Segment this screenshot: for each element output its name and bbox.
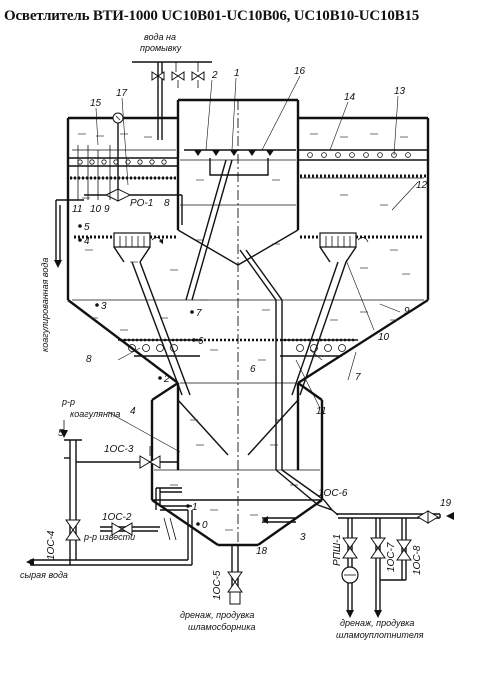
valve-1os3-label: 1ОС-3 <box>104 444 134 455</box>
valve-1os7-label: 1ОС-7 <box>386 542 397 572</box>
bottom-drain <box>227 516 296 605</box>
sample-point-dots <box>78 224 200 526</box>
raw-water-label: сырая вода <box>20 570 68 580</box>
sludge-drain-right <box>336 510 454 618</box>
drain-thickener-label-2: шламоуплотнителя <box>336 630 424 640</box>
diagram-title: Осветлитель ВТИ-1000 UC10B01-UC10B06, UC… <box>4 8 420 24</box>
sample-point-5: 5 <box>84 222 90 233</box>
sample-point-0: 0 <box>202 520 208 531</box>
lime-label: р-р извести <box>83 532 135 542</box>
callout-5: 5 <box>58 428 64 439</box>
callout-13: 13 <box>394 86 406 97</box>
callout-10: 10 <box>378 332 390 343</box>
coagulated-water-label: коагулированная вода <box>40 258 50 352</box>
inlet-lines <box>26 420 193 566</box>
nozzle-num-11: 11 <box>72 204 82 215</box>
nozzle-num-10: 10 <box>90 204 102 215</box>
sample-point-2: 2 <box>163 374 170 385</box>
wash-water-label-1: вода на <box>144 32 176 42</box>
distribution-header <box>184 149 296 176</box>
callout-3: 3 <box>300 532 306 543</box>
callout-16: 16 <box>294 66 306 77</box>
drain-sludge-label-1: дренаж, продувка <box>180 610 254 620</box>
drain-sludge-label-2: шламосборника <box>188 622 256 632</box>
wash-water-label-2: промывку <box>140 43 182 53</box>
valve-1os6-label: 1ОС-6 <box>318 488 348 499</box>
wash-water-line <box>132 61 212 140</box>
leader-lines <box>95 75 419 453</box>
sample-point-6: 6 <box>198 336 204 347</box>
callout-11: 11 <box>316 406 326 417</box>
internal-pipes <box>131 159 347 516</box>
callout-7: 7 <box>355 372 361 383</box>
valve-1os8-label: 1ОС-8 <box>412 545 423 575</box>
clarifier-vessel <box>66 98 430 547</box>
valve-1os4-label: 1ОС-4 <box>46 530 57 560</box>
callout-2: 2 <box>211 70 218 81</box>
callout-4: 4 <box>130 406 136 417</box>
sample-point-7: 7 <box>196 308 202 319</box>
callout-9: 9 <box>404 306 410 317</box>
callout-6: 6 <box>250 364 256 375</box>
valve-ro1-label: РО-1 <box>130 198 153 209</box>
air-separator-right <box>319 232 369 263</box>
coagulant-label-1: р-р <box>61 397 75 407</box>
sample-point-1: 1 <box>192 502 198 513</box>
callout-8: 8 <box>86 354 92 365</box>
callout-14: 14 <box>344 92 356 103</box>
valve-1os5-label: 1ОС-5 <box>212 570 223 600</box>
nozzle-num-8: 8 <box>164 198 170 209</box>
callout-15: 15 <box>90 98 102 109</box>
callout-19: 19 <box>440 498 452 509</box>
air-separator-left <box>113 232 164 263</box>
ro1-valve-assembly <box>54 112 183 268</box>
sample-point-3: 3 <box>101 301 107 312</box>
sample-point-4: 4 <box>84 236 90 247</box>
callout-18: 18 <box>256 546 268 557</box>
valve-rpsh1-label: РПШ-1 <box>332 534 343 566</box>
valve-1os2-label: 1ОС-2 <box>102 512 132 523</box>
coagulant-label-2: коагулянта <box>70 409 120 419</box>
callout-12: 12 <box>416 180 428 191</box>
callout-1: 1 <box>234 68 240 79</box>
callout-17: 17 <box>116 88 128 99</box>
drain-thickener-label-1: дренаж, продувка <box>340 618 414 628</box>
nozzle-num-9: 9 <box>104 204 110 215</box>
